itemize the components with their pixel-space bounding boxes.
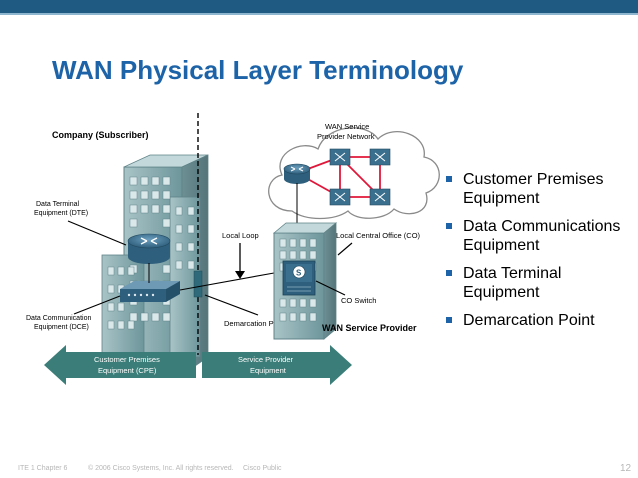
dce-modem-icon (120, 281, 180, 302)
dce-pointer (73, 295, 121, 315)
demarcation-pointer (204, 294, 259, 316)
local-loop-line (179, 272, 275, 291)
page-number: 12 (620, 463, 632, 474)
square-bullet-icon (446, 223, 452, 229)
provider-router-icon (283, 163, 311, 184)
dte-label-line1: Data Terminal (36, 201, 80, 208)
local-central-office-label: Local Central Office (CO) (336, 231, 421, 240)
provider-switch-icons (329, 148, 391, 206)
subscriber-building (101, 154, 209, 376)
dte-router-icon (127, 233, 171, 264)
provider-arrow-label-line2: Equipment (250, 366, 287, 375)
footer-classification: Cisco Public (243, 465, 282, 472)
bullet-item: Customer Premises Equipment (444, 170, 634, 208)
bullet-list: Customer Premises Equipment Data Communi… (444, 170, 634, 339)
footer-copyright: © 2006 Cisco Systems, Inc. All rights re… (88, 465, 234, 472)
dce-label-line1: Data Communication (26, 315, 91, 322)
provider-arrow: Service Provider Equipment (202, 345, 352, 385)
bullet-text: Data Communications Equipment (463, 218, 621, 254)
co-switch-label: CO Switch (341, 296, 376, 305)
wan-network-label-line1: WAN Service (325, 122, 369, 131)
slide-title: WAN Physical Layer Terminology (52, 55, 464, 85)
dte-pointer (67, 220, 127, 246)
local-loop-arrow-icon (235, 271, 245, 279)
cpe-arrow-label-line2: Equipment (CPE) (98, 366, 157, 375)
bullet-item: Data Communications Equipment (444, 217, 634, 255)
wan-service-provider-label: WAN Service Provider (322, 323, 417, 333)
bullet-item: Demarcation Point (444, 311, 634, 330)
bullet-item: Data Terminal Equipment (444, 264, 634, 302)
footer: ITE 1 Chapter 6 © 2006 Cisco Systems, In… (0, 463, 638, 477)
demarcation-point-label: Demarcation Point (224, 319, 287, 328)
bullet-text: Customer Premises Equipment (463, 171, 604, 207)
switch-badge: S (296, 269, 302, 278)
dte-label-line2: Equipment (DTE) (34, 210, 88, 217)
co-switch-icon: S (282, 260, 316, 296)
dce-label-line2: Equipment (DCE) (34, 324, 89, 331)
square-bullet-icon (446, 270, 452, 276)
wan-network-label-line2: Provider Network (317, 132, 375, 141)
square-bullet-icon (446, 317, 452, 323)
bullet-text: Demarcation Point (463, 312, 595, 329)
cpe-arrow-label-line1: Customer Premises (94, 355, 160, 364)
cpe-arrow: Customer Premises Equipment (CPE) (44, 345, 196, 385)
top-banner (0, 0, 638, 13)
company-label: Company (Subscriber) (52, 130, 149, 140)
wan-diagram: Company (Subscriber) (26, 113, 440, 385)
provider-arrow-label-line1: Service Provider (238, 355, 294, 364)
square-bullet-icon (446, 176, 452, 182)
wan-cloud-icon (268, 127, 440, 220)
local-loop-label: Local Loop (222, 231, 259, 240)
bullet-text: Data Terminal Equipment (463, 265, 562, 301)
top-banner-accent (0, 13, 638, 15)
footer-course: ITE 1 Chapter 6 (18, 465, 68, 472)
